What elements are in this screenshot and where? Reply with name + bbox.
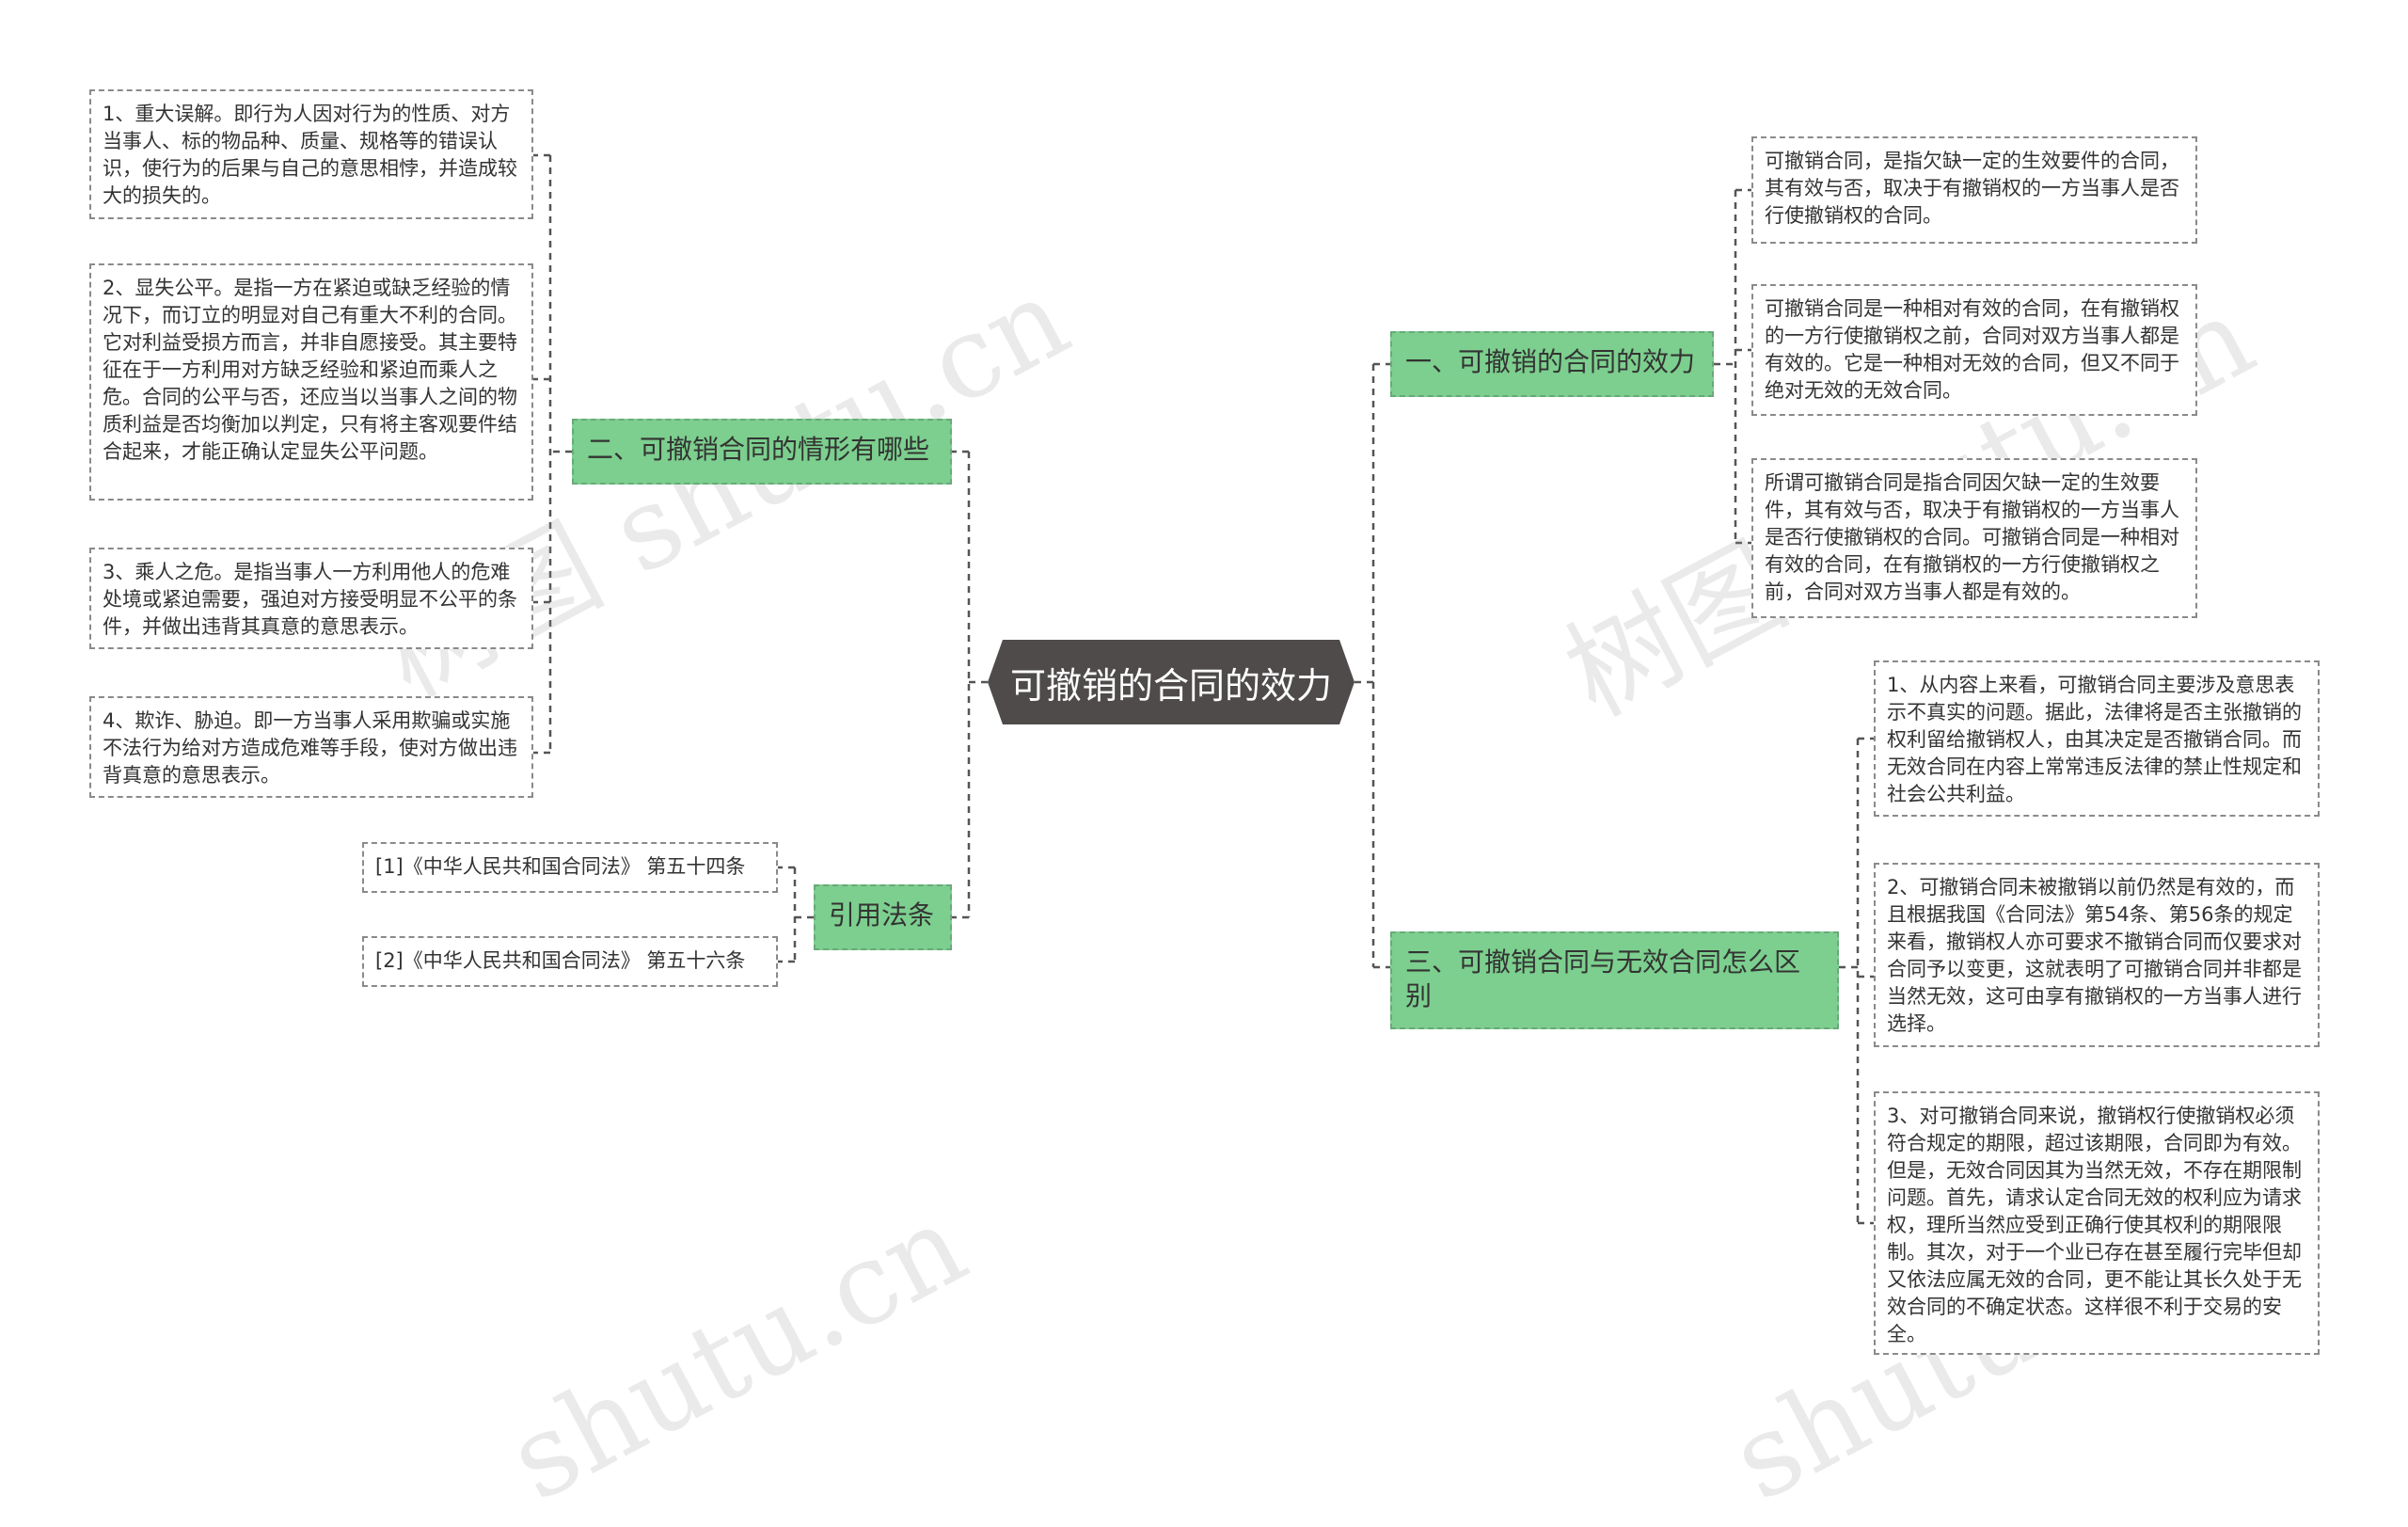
leaf-text: [2]《中华人民共和国合同法》 第五十六条 [375, 949, 746, 972]
leaf-text: 1、重大误解。即行为人因对行为的性质、对方当事人、标的物品种、质量、规格等的错误… [103, 103, 517, 207]
leaf-text: 3、对可撤销合同来说，撤销权行使撤销权必须符合规定的期限，超过该期限，合同即为有… [1887, 1105, 2302, 1345]
leaf-text: 2、显失公平。是指一方在紧迫或缺乏经验的情况下，而订立的明显对自己有重大不利的合… [103, 277, 517, 463]
connector-lines [533, 153, 1874, 1225]
leaf-text: 1、从内容上来看，可撤销合同主要涉及意思表示不真实的问题。据此，法律将是否主张撤… [1887, 674, 2302, 805]
branch-laws-title: 引用法条 [829, 899, 935, 931]
leaf-text: 所谓可撤销合同是指合同因欠缺一定的生效要件，其有效与否，取决于有撤销权的一方当事… [1765, 471, 2179, 603]
leaf-laws-1[interactable]: [1]《中华人民共和国合同法》 第五十四条 [362, 842, 778, 893]
branch-diff[interactable]: 三、可撤销合同与无效合同怎么区别 [1390, 931, 1839, 1029]
leaf-text: 2、可撤销合同未被撤销以前仍然是有效的，而且根据我国《合同法》第54条、第56条… [1887, 876, 2302, 1035]
branch-effect-title: 一、可撤销的合同的效力 [1405, 346, 1696, 377]
branch-laws[interactable]: 引用法条 [814, 884, 952, 950]
leaf-text: 可撤销合同，是指欠缺一定的生效要件的合同，其有效与否，取决于有撤销权的一方当事人… [1765, 150, 2179, 227]
branch-cases[interactable]: 二、可撤销合同的情形有哪些 [572, 419, 952, 485]
leaf-text: [1]《中华人民共和国合同法》 第五十四条 [375, 855, 746, 878]
leaf-effect-1[interactable]: 可撤销合同，是指欠缺一定的生效要件的合同，其有效与否，取决于有撤销权的一方当事人… [1751, 136, 2197, 244]
mindmap-canvas: 树图 shutu.cn 树图 shutu.cn shutu.cn shutu.c… [89, 89, 2320, 1527]
leaf-effect-2[interactable]: 可撤销合同是一种相对有效的合同，在有撤销权的一方行使撤销权之前，合同对双方当事人… [1751, 284, 2197, 416]
leaf-diff-3[interactable]: 3、对可撤销合同来说，撤销权行使撤销权必须符合规定的期限，超过该期限，合同即为有… [1874, 1091, 2320, 1355]
root-node[interactable]: 可撤销的合同的效力 [988, 640, 1354, 724]
leaf-diff-1[interactable]: 1、从内容上来看，可撤销合同主要涉及意思表示不真实的问题。据此，法律将是否主张撤… [1874, 660, 2320, 817]
leaf-cases-2[interactable]: 2、显失公平。是指一方在紧迫或缺乏经验的情况下，而订立的明显对自己有重大不利的合… [89, 263, 533, 501]
leaf-laws-2[interactable]: [2]《中华人民共和国合同法》 第五十六条 [362, 936, 778, 987]
leaf-cases-4[interactable]: 4、欺诈、胁迫。即一方当事人采用欺骗或实施不法行为给对方造成危难等手段，使对方做… [89, 696, 533, 798]
leaf-text: 3、乘人之危。是指当事人一方利用他人的危难处境或紧迫需要，强迫对方接受明显不公平… [103, 561, 517, 638]
leaf-effect-3[interactable]: 所谓可撤销合同是指合同因欠缺一定的生效要件，其有效与否，取决于有撤销权的一方当事… [1751, 458, 2197, 618]
leaf-text: 4、欺诈、胁迫。即一方当事人采用欺骗或实施不法行为给对方造成危难等手段，使对方做… [103, 709, 517, 787]
leaf-cases-3[interactable]: 3、乘人之危。是指当事人一方利用他人的危难处境或紧迫需要，强迫对方接受明显不公平… [89, 548, 533, 649]
root-title: 可撤销的合同的效力 [1009, 664, 1332, 707]
leaf-text: 可撤销合同是一种相对有效的合同，在有撤销权的一方行使撤销权之前，合同对双方当事人… [1765, 297, 2179, 402]
branch-diff-title: 三、可撤销合同与无效合同怎么区别 [1405, 946, 1801, 1011]
branch-cases-title: 二、可撤销合同的情形有哪些 [587, 434, 930, 465]
leaf-cases-1[interactable]: 1、重大误解。即行为人因对行为的性质、对方当事人、标的物品种、质量、规格等的错误… [89, 89, 533, 219]
branch-effect[interactable]: 一、可撤销的合同的效力 [1390, 331, 1714, 397]
leaf-diff-2[interactable]: 2、可撤销合同未被撤销以前仍然是有效的，而且根据我国《合同法》第54条、第56条… [1874, 863, 2320, 1047]
